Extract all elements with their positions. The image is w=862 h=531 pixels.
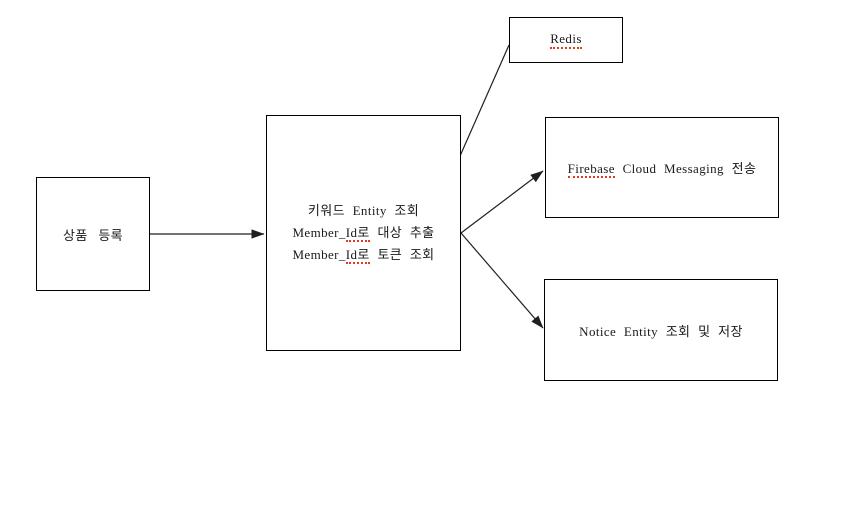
node-notice-label: Notice Entity 조회 및 저장	[579, 323, 743, 339]
node-redis-label: Redis	[550, 31, 582, 49]
node-firebase-cloud-messaging: Firebase Cloud Messaging 전송	[545, 117, 779, 218]
process-line2-prefix: Member_	[292, 225, 346, 240]
firebase-label-rest: Cloud Messaging 전송	[614, 161, 757, 176]
process-line-keyword-entity: 키워드 Entity 조회	[307, 203, 420, 218]
node-product-registration-label: 상품 등록	[62, 227, 124, 243]
process-line2-spellcheck-flagged: Id로	[345, 225, 370, 242]
arrow-process-to-notice	[460, 232, 544, 329]
firebase-spellcheck-flagged: Firebase	[567, 161, 615, 178]
node-product-registration: 상품 등록	[36, 177, 150, 291]
node-notice-entity: Notice Entity 조회 및 저장	[544, 279, 778, 381]
process-line-member-token: Member_Id로 토큰 조회	[292, 244, 434, 266]
node-process: 키워드 Entity 조회 Member_Id로 대상 추출 Member_Id…	[266, 115, 461, 351]
process-line3-spellcheck-flagged: Id로	[345, 247, 370, 264]
process-line-member-target: Member_Id로 대상 추출	[292, 222, 434, 244]
arrow-process-to-firebase	[460, 170, 544, 234]
node-firebase-label: Firebase Cloud Messaging 전송	[567, 158, 757, 178]
process-line3-prefix: Member_	[292, 247, 346, 262]
process-line3-suffix: 토큰 조회	[369, 247, 435, 262]
node-redis: Redis	[509, 17, 623, 63]
process-line2-suffix: 대상 추출	[369, 225, 435, 240]
